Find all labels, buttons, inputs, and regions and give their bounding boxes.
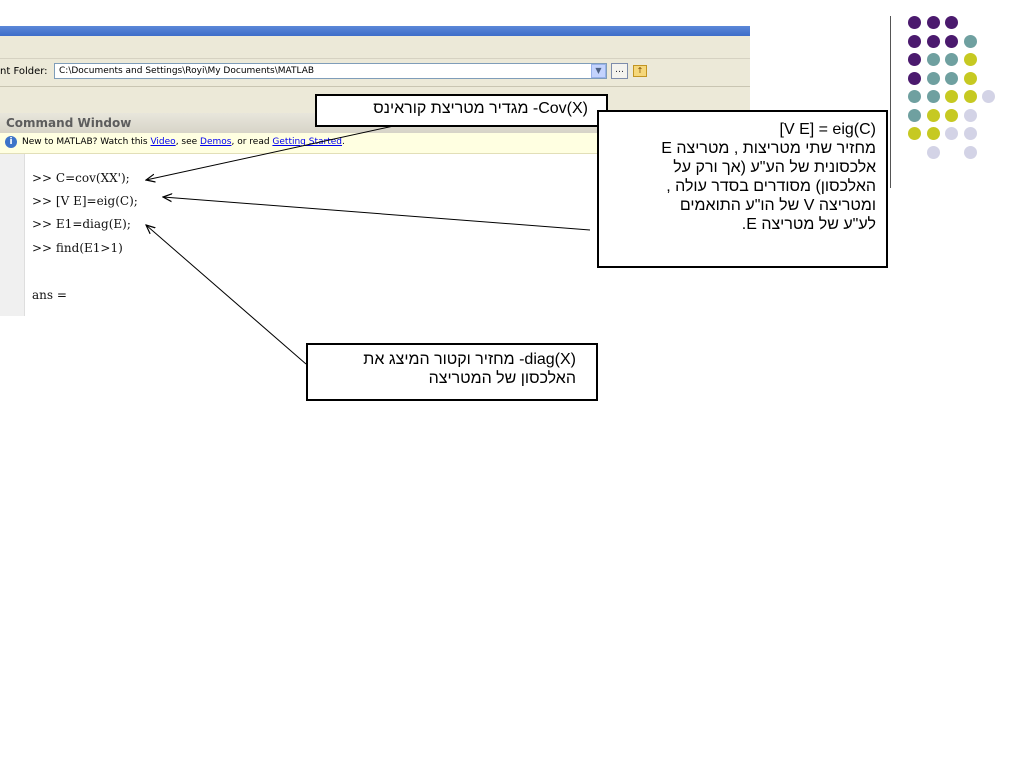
- eig-callout-line: האלכסון) מסודרים בסדר עולה ,: [666, 178, 876, 195]
- decorative-dot: [945, 53, 958, 66]
- decorative-dot: [926, 34, 940, 48]
- decorative-dot: [963, 34, 977, 48]
- folder-up-icon[interactable]: ↑: [633, 65, 647, 77]
- decorative-dot: [945, 34, 958, 48]
- decorative-dot: [945, 16, 958, 29]
- command-line: >> [V E]=eig(C);: [32, 194, 138, 208]
- decorative-dot: [963, 108, 977, 122]
- decorative-dot: [963, 145, 977, 159]
- current-folder-label: nt Folder:: [0, 66, 48, 77]
- decorative-dot: [908, 108, 921, 122]
- chevron-down-icon[interactable]: ▼: [591, 64, 606, 78]
- decorative-dot: [945, 127, 958, 140]
- info-prefix: New to MATLAB? Watch this: [22, 137, 151, 147]
- info-suffix: .: [342, 137, 345, 147]
- eig-callout: [V E] = eig(C) מחזיר שתי מטריצות , מטריצ…: [597, 110, 888, 268]
- decorative-dot: [926, 108, 940, 122]
- diag-callout-line: האלכסון של המטריצה: [428, 370, 576, 387]
- eig-callout-line: [V E] = eig(C): [779, 121, 876, 138]
- cov-callout: Cov(X)- מגדיר מטריצת קוראינס: [315, 94, 608, 127]
- decorative-dot: [945, 90, 958, 103]
- decorative-dot: [908, 34, 921, 48]
- command-window-title: Command Window: [6, 116, 132, 130]
- decorative-dot: [926, 127, 940, 140]
- decorative-dot: [945, 71, 958, 85]
- current-folder-input[interactable]: C:\Documents and Settings\Royi\My Docume…: [54, 63, 607, 79]
- getting-started-link[interactable]: Getting Started: [272, 137, 342, 147]
- title-bar: [0, 26, 750, 36]
- cov-callout-text: Cov(X)- מגדיר מטריצת קוראינס: [373, 100, 588, 117]
- decorative-dot: [926, 16, 940, 29]
- eig-callout-line: מחזיר שתי מטריצות , מטריצה E: [661, 140, 876, 157]
- current-folder-path: C:\Documents and Settings\Royi\My Docume…: [59, 66, 315, 76]
- decorative-dot: [963, 71, 977, 85]
- decorative-dot: [945, 108, 958, 122]
- decorative-dot: [982, 90, 995, 103]
- diag-callout: diag(X)- מחזיר וקטור המיצג את האלכסון של…: [306, 343, 598, 401]
- decorative-dot: [908, 127, 921, 140]
- info-separator-2: , or read: [231, 137, 273, 147]
- demos-link[interactable]: Demos: [200, 137, 232, 147]
- info-icon: i: [5, 136, 17, 148]
- decorative-dot: [908, 90, 921, 103]
- decorative-dot: [963, 53, 977, 66]
- command-line: >> C=cov(XX');: [32, 171, 130, 185]
- command-line: >> find(E1>1): [32, 241, 123, 255]
- decorative-dot: [963, 127, 977, 140]
- info-text: New to MATLAB? Watch this Video, see Dem…: [22, 137, 345, 147]
- decorative-dot: [926, 53, 940, 66]
- command-line: >> E1=diag(E);: [32, 217, 131, 231]
- toolbar: [0, 36, 750, 59]
- current-folder-bar: nt Folder: C:\Documents and Settings\Roy…: [0, 59, 750, 87]
- command-output: ans =: [32, 288, 67, 302]
- decorative-dot: [926, 145, 940, 159]
- decorative-dot: [926, 71, 940, 85]
- video-link[interactable]: Video: [150, 137, 176, 147]
- diag-callout-line: diag(X)- מחזיר וקטור המיצג את: [363, 351, 576, 368]
- eig-callout-line: ומטריצה V של הו"ע התואמים: [679, 197, 876, 214]
- command-gutter: [0, 154, 25, 316]
- decorative-dot: [908, 16, 921, 29]
- eig-callout-line: אלכסונית של הע"ע (אך ורק על: [673, 159, 876, 176]
- decorative-dot: [908, 53, 921, 66]
- decorative-dot: [963, 90, 977, 103]
- decorative-divider: [890, 16, 891, 188]
- decorative-dot: [908, 71, 921, 85]
- eig-callout-line: לע"ע של מטריצה E.: [741, 216, 876, 233]
- browse-folder-button[interactable]: …: [611, 63, 628, 79]
- info-separator-1: , see: [175, 137, 201, 147]
- decorative-dot: [926, 90, 940, 103]
